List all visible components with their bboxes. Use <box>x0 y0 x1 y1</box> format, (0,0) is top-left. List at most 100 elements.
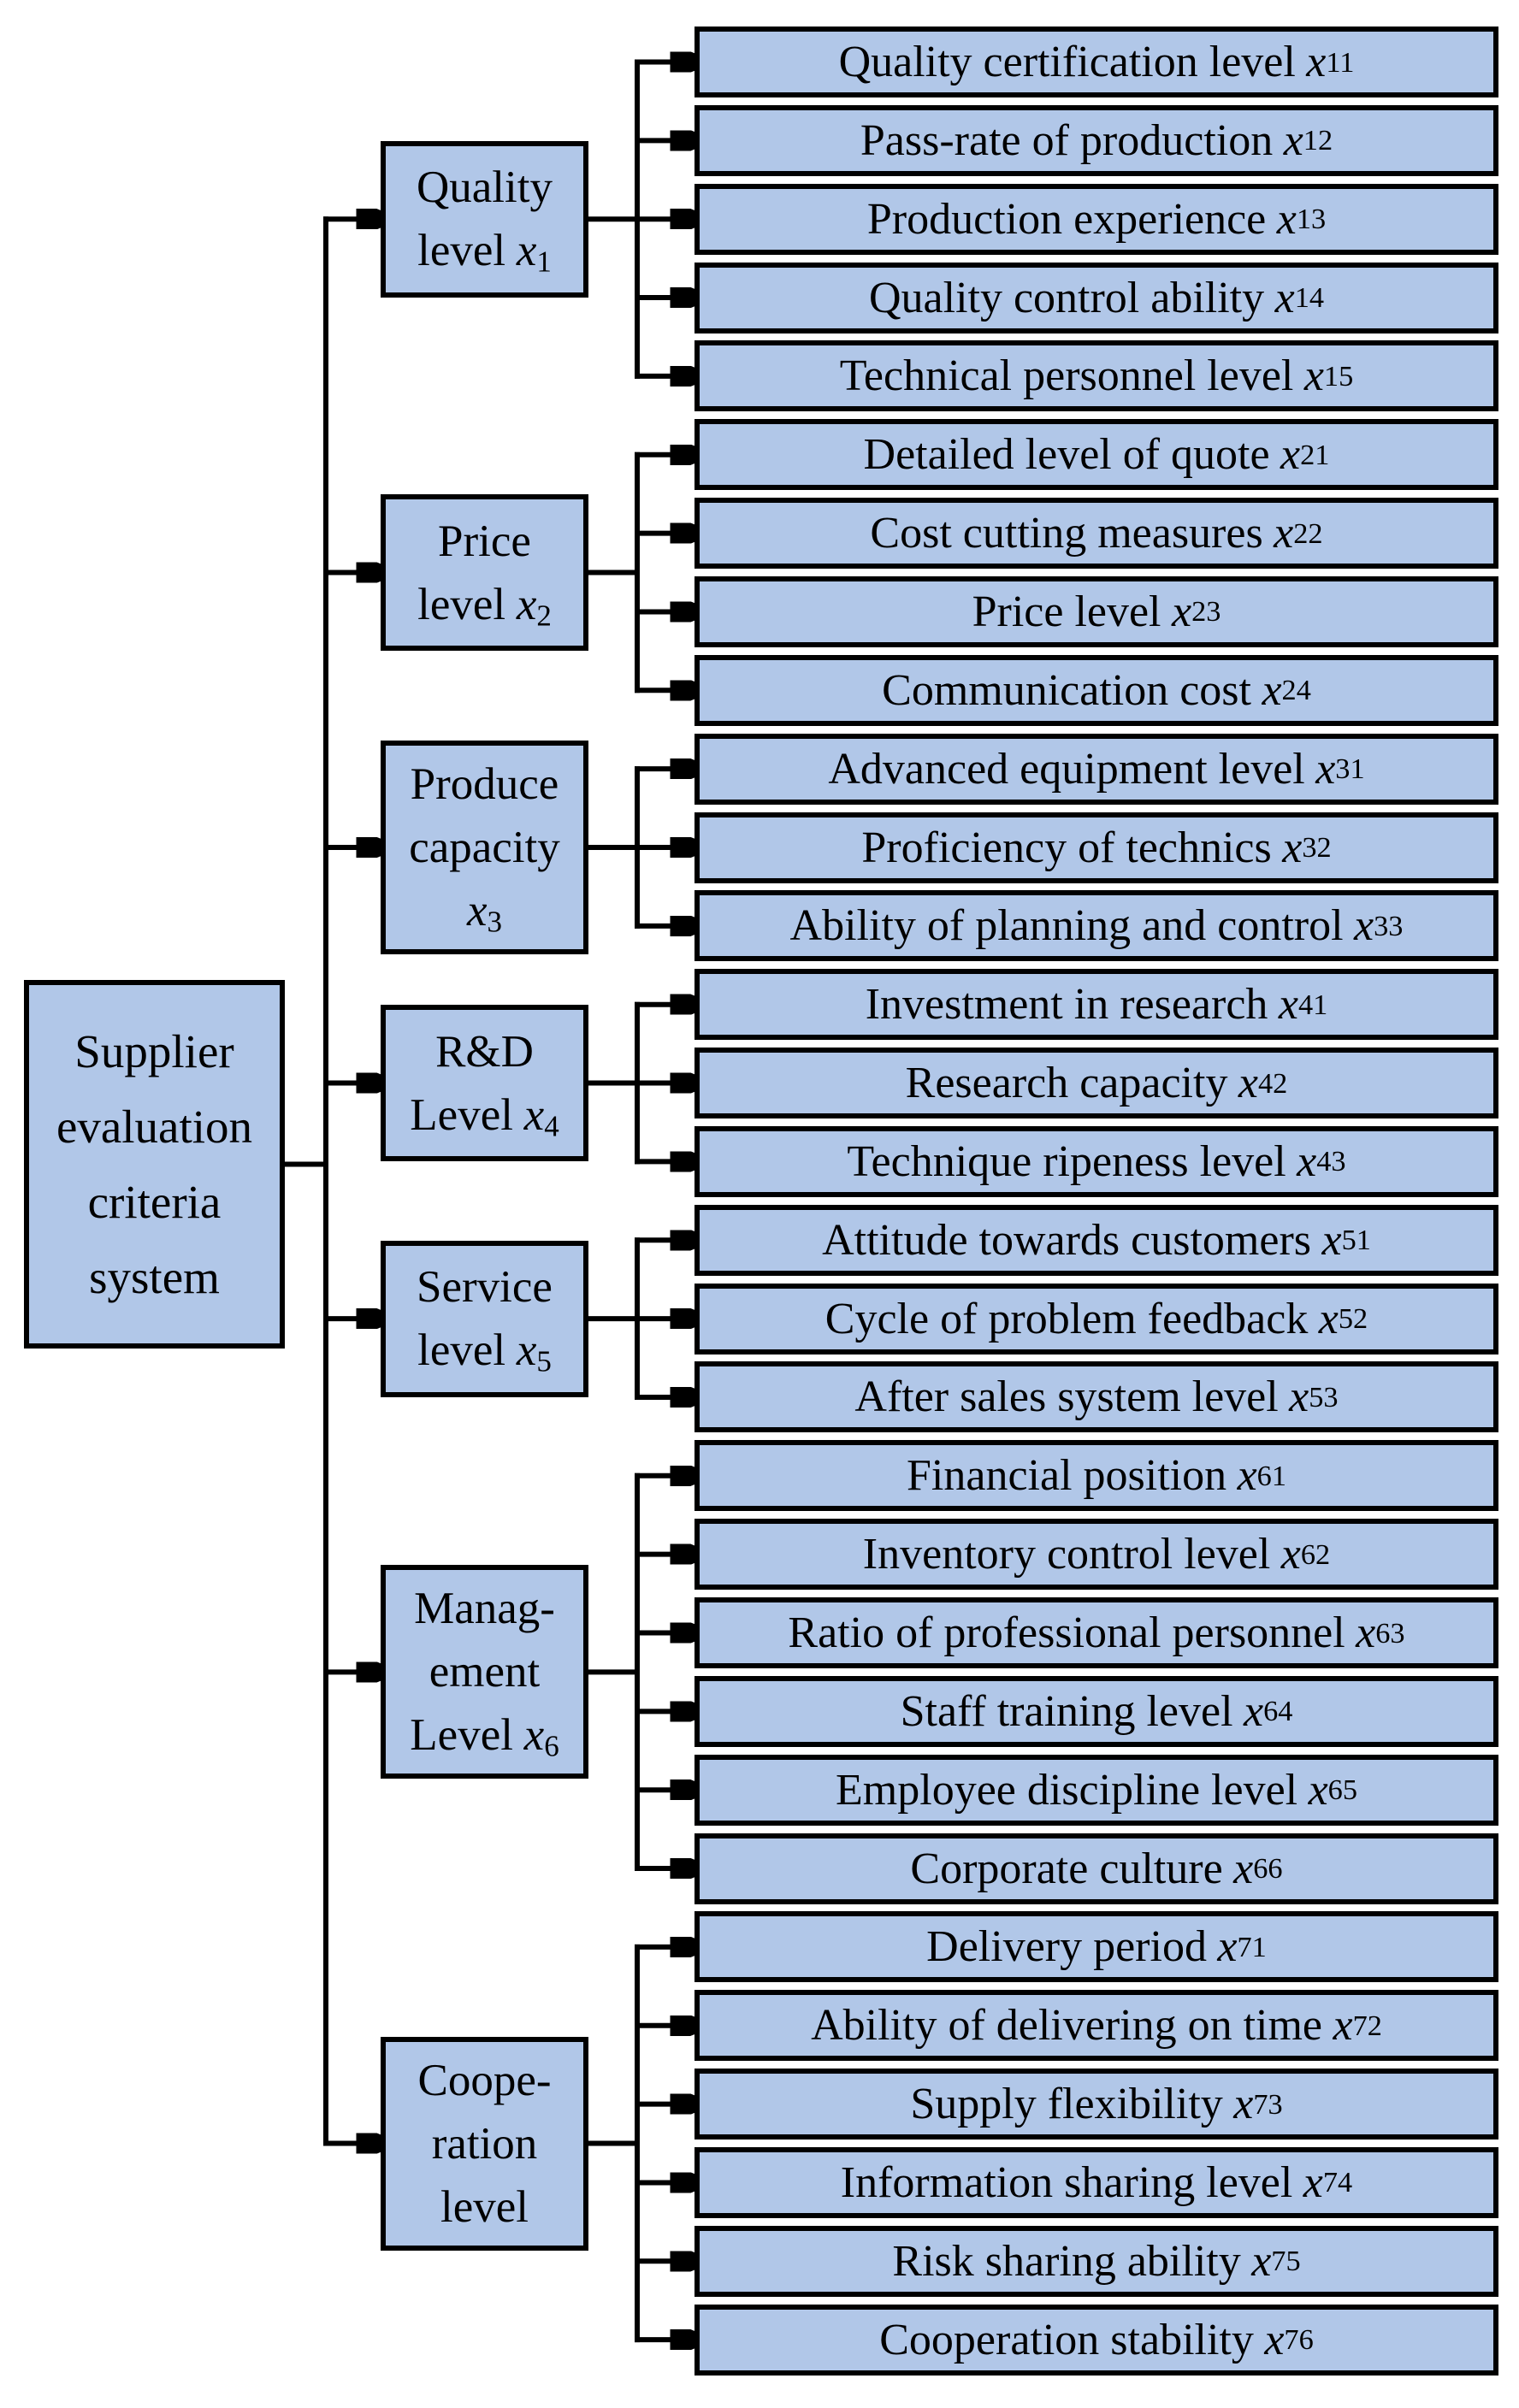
root-label-line: system <box>89 1250 220 1303</box>
variable: x <box>1289 1372 1309 1422</box>
label-text: Level <box>410 1089 513 1140</box>
variable: x <box>1356 1608 1376 1657</box>
label-text: Advanced equipment level <box>828 744 1305 794</box>
label-text: Production experience <box>866 194 1267 244</box>
variable: x <box>1274 509 1294 558</box>
variable: x <box>1171 587 1192 636</box>
label-text: Research capacity <box>905 1059 1228 1108</box>
label-text: Coope- <box>417 2055 552 2105</box>
label-text: Ability of delivering on time <box>811 2001 1323 2051</box>
label-text: Ratio of professional personnel <box>788 1608 1345 1657</box>
label-text: Proficiency of technics <box>861 823 1272 872</box>
label-text: Quality control ability <box>868 273 1265 322</box>
label-text: Financial position <box>907 1451 1227 1501</box>
label-text: Supply flexibility <box>910 2080 1223 2129</box>
label-text: Cost cutting measures <box>870 509 1263 558</box>
variable: x <box>1262 665 1282 715</box>
label-text: Manag- <box>414 1584 555 1634</box>
label-text: Quality certification level <box>838 38 1296 86</box>
variable: x <box>1318 1294 1339 1343</box>
label-text: Level <box>410 1710 513 1761</box>
variable: x <box>1244 1686 1264 1736</box>
variable-subscript: 4 <box>544 1109 559 1143</box>
variable: x <box>1354 901 1374 951</box>
root-label-line: criteria <box>87 1175 222 1228</box>
label-text: Cooperation stability <box>879 2315 1254 2364</box>
variable: x <box>1237 1451 1257 1501</box>
label-text: level <box>417 1325 506 1376</box>
variable: x <box>1238 1059 1259 1108</box>
category-label-line: x3 <box>467 879 502 942</box>
variable: x <box>1278 980 1298 1030</box>
label-text: Attitude towards customers <box>822 1215 1312 1265</box>
variable: x <box>523 1710 545 1761</box>
category-box: Coope-ration level <box>381 2036 588 2251</box>
label-text: Detailed level of quote <box>863 430 1270 480</box>
variable: x <box>1251 2236 1272 2286</box>
label-text: After sales system level <box>854 1372 1279 1422</box>
root-label-line: Supplier <box>74 1024 234 1077</box>
label-text: Price level <box>972 587 1161 636</box>
label-text: Investment in research <box>865 980 1268 1030</box>
variable-subscript: 5 <box>536 1344 552 1378</box>
variable: x <box>523 1089 545 1140</box>
variable: x <box>516 226 537 276</box>
category-label-line: Produce <box>411 752 559 816</box>
label-text: Delivery period <box>926 1922 1207 1972</box>
label-text: Employee discipline level <box>836 1765 1298 1815</box>
label-text: Information sharing level <box>840 2157 1293 2207</box>
variable-subscript: 3 <box>487 905 502 939</box>
variable: x <box>1280 1530 1301 1579</box>
label-text: capacity <box>409 823 560 872</box>
label-text: Produce <box>410 759 559 809</box>
label-text: Communication cost <box>882 665 1251 715</box>
label-text: Ability of planning and control <box>789 901 1344 951</box>
label-text: ration <box>431 2118 538 2169</box>
variable: x <box>1233 2080 1254 2129</box>
variable-subscript: 6 <box>544 1730 559 1764</box>
category-label-line: ration <box>432 2112 538 2175</box>
variable: x <box>1315 744 1336 794</box>
variable: x <box>466 886 488 935</box>
variable: x <box>1303 351 1324 401</box>
variable: x <box>516 579 537 629</box>
category-box: Produce capacity x3 <box>381 741 588 954</box>
label-text: ement <box>429 1647 541 1697</box>
variable: x <box>1283 115 1303 165</box>
label-text: Cycle of problem feedback <box>825 1294 1309 1343</box>
label-text: level <box>440 2181 529 2232</box>
variable: x <box>1217 1922 1238 1972</box>
variable: x <box>1306 38 1327 86</box>
label-text: Price <box>438 516 531 566</box>
variable: x <box>1297 1136 1317 1186</box>
variable: x <box>1308 1765 1328 1815</box>
category-label-line: Service <box>417 1255 553 1319</box>
category-label-line: Manag- <box>414 1577 555 1640</box>
